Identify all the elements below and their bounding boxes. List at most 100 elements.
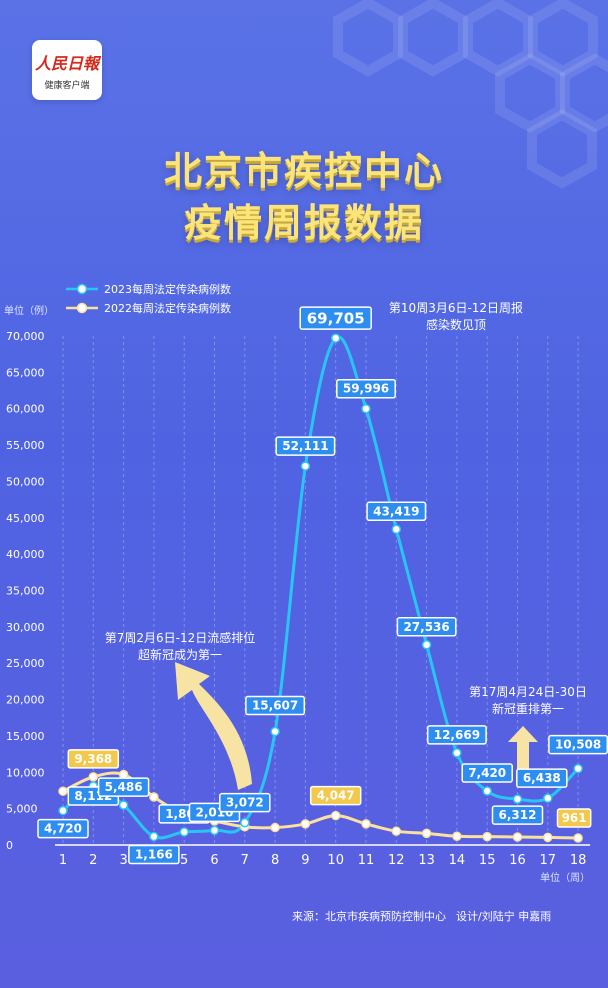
series-2023-data-label: 6,438 — [523, 771, 561, 785]
x-tick-label: 10 — [327, 853, 344, 868]
series-2022-data-label-box — [309, 785, 362, 806]
page-title-line2: 疫情周报数据 — [183, 201, 424, 245]
series-2022-point — [361, 819, 371, 829]
series-2022-point — [270, 822, 280, 833]
series-2023-point — [452, 748, 462, 758]
series-2023-point — [391, 524, 402, 535]
series-2023-data-label-box — [128, 844, 180, 865]
series-2022-data-label-box — [556, 808, 592, 828]
series-2023-data-label: 6,312 — [499, 808, 537, 822]
series-2022-point — [118, 769, 129, 780]
series-2023-point — [543, 793, 553, 803]
series-2023-data-label-box — [548, 734, 608, 755]
y-tick-label: 5,000 — [6, 803, 38, 816]
x-tick-label: 9 — [301, 853, 309, 868]
series-2023-data-label: 7,420 — [468, 766, 506, 780]
annotation-text: 第17周4月24日-30日 — [469, 685, 587, 699]
series-2023-data-label-box — [219, 792, 271, 813]
logo: 人民日報 健康客户端 — [32, 40, 102, 100]
x-tick-label: 15 — [479, 853, 496, 868]
annotation-arrow — [508, 726, 538, 786]
series-2023-point — [118, 800, 129, 810]
x-tick-label: 12 — [388, 853, 405, 868]
series-2022-data-label: 961 — [562, 811, 587, 825]
series-2023-data-label-box — [491, 805, 544, 825]
series-2022-point — [543, 832, 553, 843]
series-2023-point — [421, 640, 432, 650]
y-tick-label: 0 — [6, 839, 13, 852]
series-2023-data-label-box — [97, 777, 150, 797]
x-tick-label: 3 — [119, 853, 127, 868]
series-2023-point — [300, 461, 311, 471]
series-2023-point — [512, 794, 523, 804]
series-2023-point — [179, 827, 189, 837]
y-tick-label: 55,000 — [6, 439, 45, 452]
series-2023-data-label-box — [426, 725, 487, 745]
series-2022-point — [421, 828, 432, 839]
series-2023-data-label-box — [37, 818, 89, 839]
series-2023-data-label: 12,669 — [434, 728, 480, 742]
annotation-text: 新冠重排第一 — [492, 701, 564, 716]
x-tick-label: 6 — [210, 853, 218, 868]
y-tick-label: 65,000 — [6, 366, 45, 379]
y-tick-label: 35,000 — [6, 585, 45, 598]
series-2023-data-label: 69,705 — [307, 310, 365, 328]
series-2023-point — [482, 786, 492, 796]
logo-subtitle: 健康客户端 — [44, 81, 90, 91]
y-tick-label: 50,000 — [6, 475, 45, 488]
series-2022-point — [573, 833, 583, 843]
x-tick-label: 8 — [271, 853, 279, 868]
series-2022-data-label: 4,047 — [317, 789, 355, 803]
series-2023-data-label: 52,111 — [282, 439, 328, 453]
annotation-text: 第7周2月6日-12日流感排位 — [105, 630, 256, 645]
series-2023-point — [361, 403, 371, 414]
source-label: 来源：北京市疾病预防控制中心 — [292, 910, 446, 923]
series-2023-data-label: 59,996 — [343, 382, 389, 396]
design-credit: 设计/刘陆宁 申嘉雨 — [456, 910, 552, 923]
y-tick-label: 30,000 — [6, 621, 45, 634]
series-2023-point — [573, 763, 583, 774]
legend-2023-marker — [76, 283, 88, 295]
series-2023-point — [209, 825, 220, 836]
series-2023-data-label-box — [461, 763, 513, 783]
series-2023-point — [58, 805, 68, 816]
annotation-arrow — [175, 662, 252, 790]
y-axis-label: 单位（例） — [4, 304, 54, 317]
series-2022-point — [512, 832, 523, 842]
series-2023-data-label: 43,419 — [373, 504, 419, 518]
series-2023-data-label-box — [396, 617, 457, 637]
source-note: 来源：北京市疾病预防控制中心设计/刘陆宁 申嘉雨 — [292, 908, 561, 924]
y-tick-label: 70,000 — [6, 330, 45, 343]
series-2023-data-label: 10,508 — [555, 738, 601, 752]
series-2023-data-label: 5,486 — [105, 780, 143, 794]
series-2023-data-label: 1,166 — [135, 848, 173, 862]
series-2022-point — [330, 810, 341, 821]
series-2023-data-label: 3,072 — [226, 796, 264, 810]
series-2022-point — [300, 819, 311, 829]
series-2022-point — [452, 831, 462, 842]
annotation-text: 感染数见顶 — [426, 317, 486, 332]
x-tick-label: 14 — [449, 853, 466, 868]
y-tick-label: 40,000 — [6, 548, 45, 561]
x-tick-label: 16 — [509, 853, 526, 868]
page-title-line1: 北京市疾控中心 — [163, 149, 444, 193]
y-tick-label: 60,000 — [6, 403, 45, 416]
y-tick-label: 20,000 — [6, 694, 45, 707]
series-2022-point — [58, 786, 68, 796]
x-tick-label: 2 — [89, 853, 97, 868]
logo-brand: 人民日報 — [34, 54, 99, 73]
series-2023-data-label-box — [275, 436, 336, 456]
annotation-text: 超新冠成为第一 — [138, 647, 222, 662]
x-tick-label: 7 — [241, 853, 249, 868]
hexagon-pattern — [333, 0, 608, 189]
series-2023-point — [149, 831, 159, 842]
series-2022-point — [482, 831, 492, 842]
series-2023-point — [240, 817, 250, 828]
series-2023-data-label: 27,536 — [403, 620, 449, 634]
series-2022-data-label-box — [67, 749, 120, 769]
legend-2022-label: 2022每周法定传染病例数 — [104, 301, 231, 315]
series-2022-point — [391, 826, 402, 836]
x-tick-label: 1 — [59, 853, 67, 868]
series-2023-data-label-box — [245, 695, 306, 716]
